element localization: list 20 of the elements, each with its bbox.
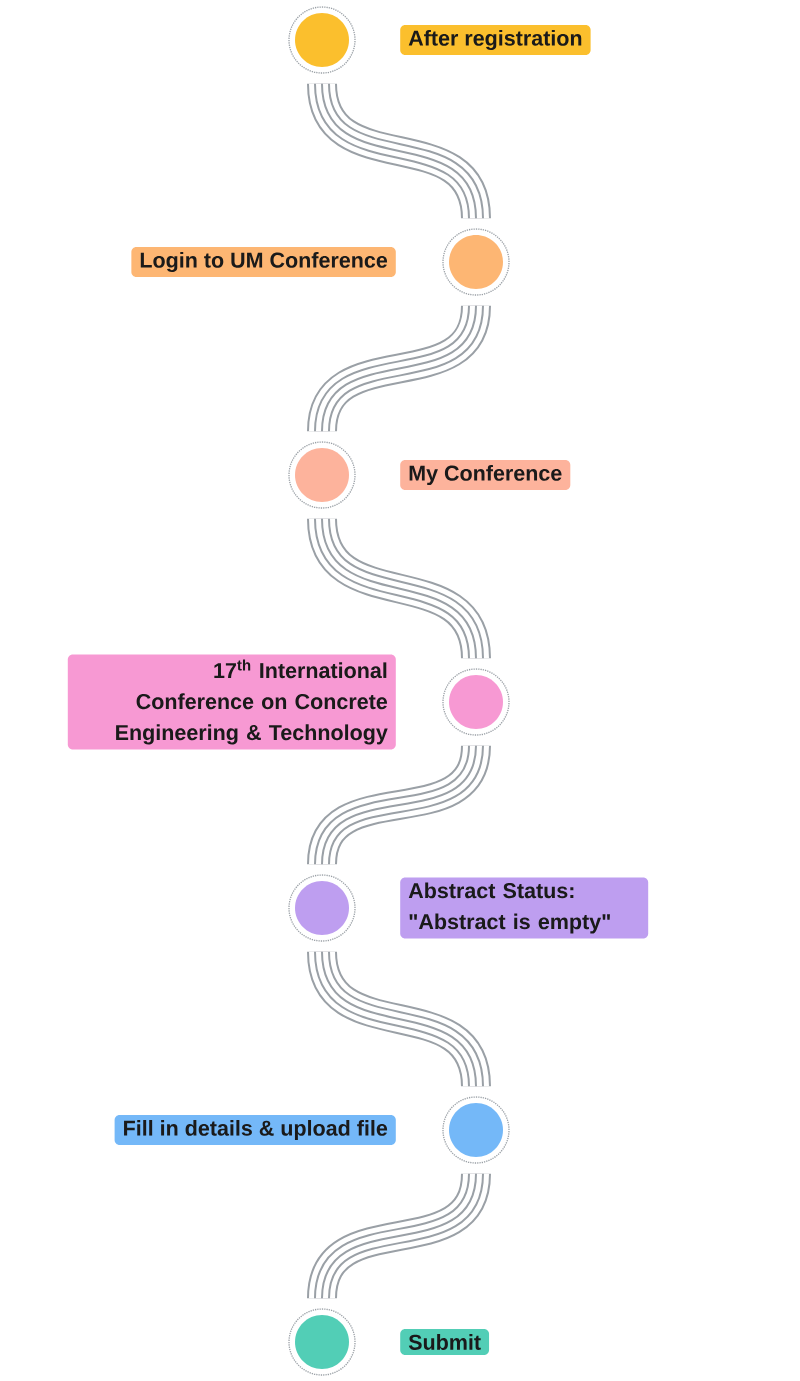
step-label: Submit — [400, 1329, 490, 1355]
wavy-connector — [307, 743, 491, 867]
step-circle — [288, 441, 356, 509]
step-circle — [288, 1308, 356, 1376]
step-label: Abstract Status: "Abstract is empty" — [400, 877, 649, 939]
step-circle — [442, 668, 510, 736]
wavy-connector — [307, 81, 491, 221]
wavy-connector — [307, 303, 491, 434]
step-circle — [288, 874, 356, 942]
step-label: Login to UM Conference — [131, 246, 396, 278]
wavy-connector — [307, 1171, 491, 1301]
step-circle — [288, 6, 356, 74]
step-label: 17$^{th}$ International Conference on Concrete Engineering & Technology — [67, 654, 396, 750]
step-label: My Conference — [400, 460, 571, 491]
step-label: Fill in details & upload file — [114, 1115, 396, 1146]
step-circle — [442, 228, 510, 296]
step-circle — [442, 1096, 510, 1164]
wavy-connector — [307, 949, 491, 1089]
wavy-connector — [307, 516, 491, 661]
step-label: After registration — [400, 24, 591, 56]
